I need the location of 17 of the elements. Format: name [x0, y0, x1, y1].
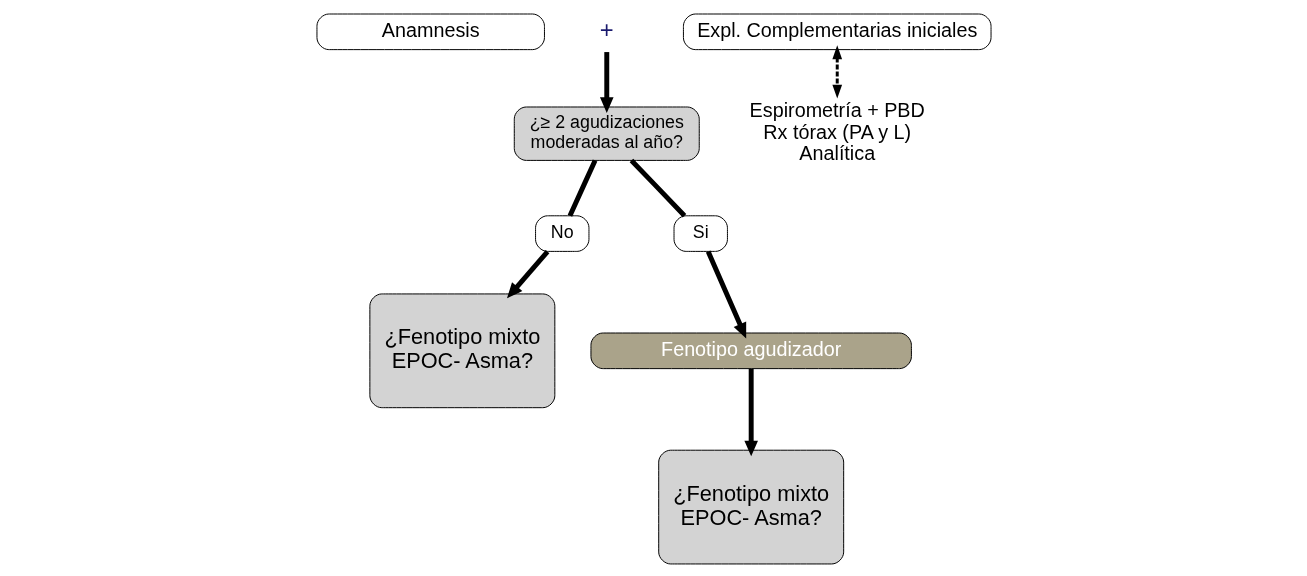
node-box: Si — [673, 215, 728, 252]
connector — [629, 158, 686, 218]
arrow — [743, 368, 758, 457]
node-text: Espirometría + PBD Rx tórax (PA y L) Analítica — [749, 98, 925, 165]
node-box: Expl. Complementarias iniciales — [682, 13, 992, 51]
node-box: Anamnesis — [315, 13, 545, 51]
arrow — [705, 250, 746, 339]
node-box: ¿≥ 2 agudizaciones moderadas al año? — [513, 106, 700, 161]
arrow — [831, 45, 842, 99]
node-box: Fenotipo agudizador — [589, 332, 912, 370]
arrow — [506, 249, 549, 299]
connector — [567, 159, 597, 217]
node-box: No — [534, 215, 589, 252]
node-box: ¿Fenotipo mixto EPOC- Asma? — [657, 449, 844, 565]
node-text: + — [599, 16, 614, 43]
arrow — [599, 52, 614, 113]
node-box: ¿Fenotipo mixto EPOC- Asma? — [368, 293, 555, 409]
